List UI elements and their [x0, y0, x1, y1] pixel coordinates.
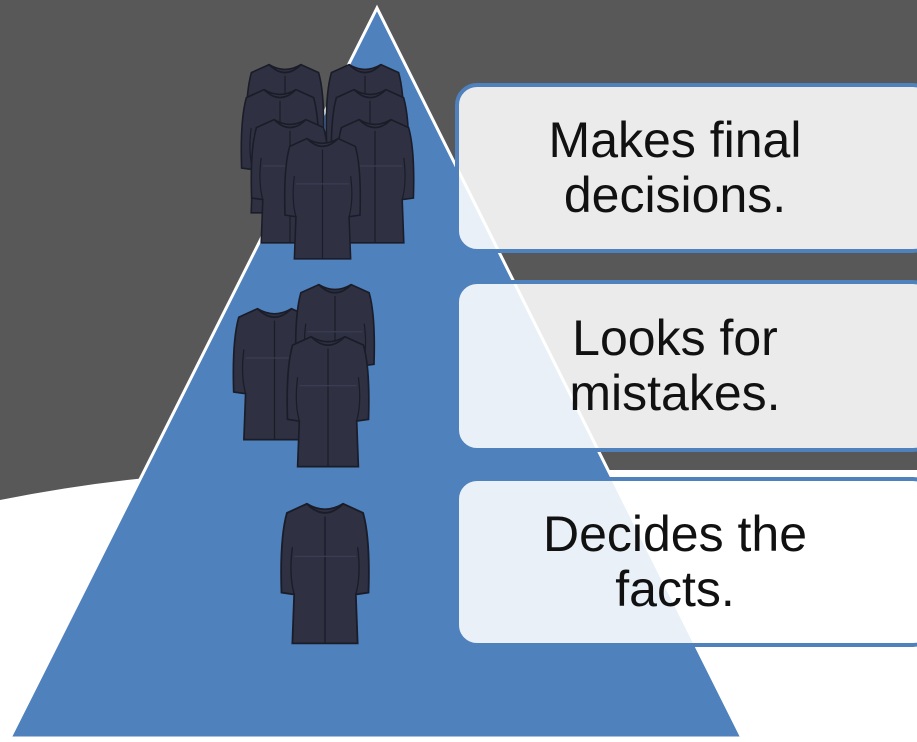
judge-robe-icon — [280, 502, 370, 645]
tier-1-label: Makes final decisions. — [548, 112, 802, 223]
tier-2-callout: Looks for mistakes. — [455, 280, 917, 452]
tier-1-robes — [240, 63, 415, 260]
tier-1-callout: Makes final decisions. — [455, 83, 917, 253]
tier-2-robes — [232, 283, 376, 468]
judge-robe-icon — [283, 137, 362, 260]
tier-3-robes — [280, 502, 370, 645]
tier-3-callout: Decides the facts. — [455, 477, 917, 647]
tier-3-label: Decides the facts. — [542, 506, 808, 617]
tier-2-label: Looks for mistakes. — [569, 310, 781, 421]
judge-robe-icon — [286, 335, 370, 468]
